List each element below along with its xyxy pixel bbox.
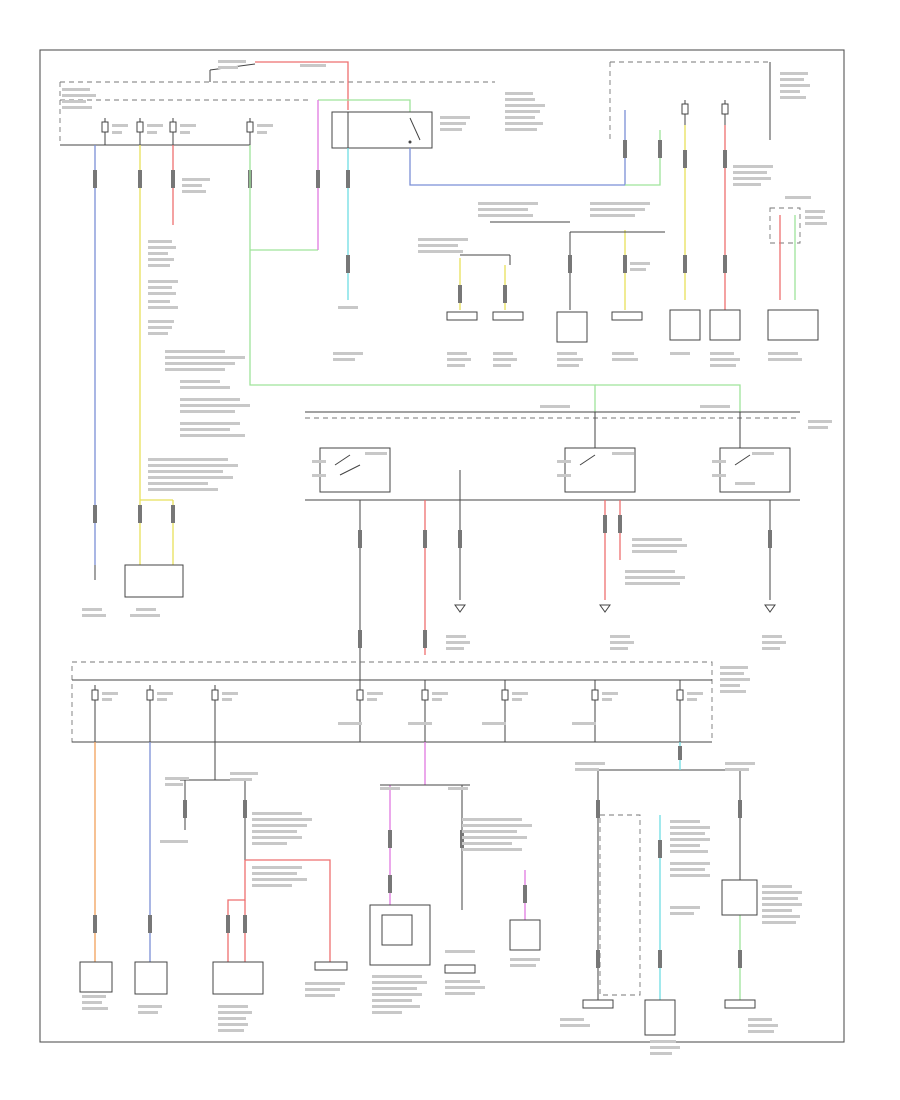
middle-bus [305,405,832,501]
relay-right [769,196,827,300]
diagram-border [39,49,845,1043]
bottom-fuse-block [71,661,750,743]
relay-switches-middle [312,412,791,500]
top-right-fuse-block [505,61,810,140]
wire-red-top [255,61,349,110]
fuse-icon [101,118,254,145]
note-blocks-left [148,178,250,491]
relay-top-center [331,111,470,149]
component-row-top [333,309,819,367]
ground-icon [454,604,776,613]
middle-connectors [418,202,665,310]
bottom-notes [82,762,802,1055]
middle-notes [446,538,786,650]
wire-blue-top [409,110,626,186]
ignition-switch [209,60,326,82]
top-fuse-block [59,81,495,146]
component-left-pair [82,564,184,617]
component-row-bottom [79,814,758,1036]
wire-green-left [249,145,596,412]
